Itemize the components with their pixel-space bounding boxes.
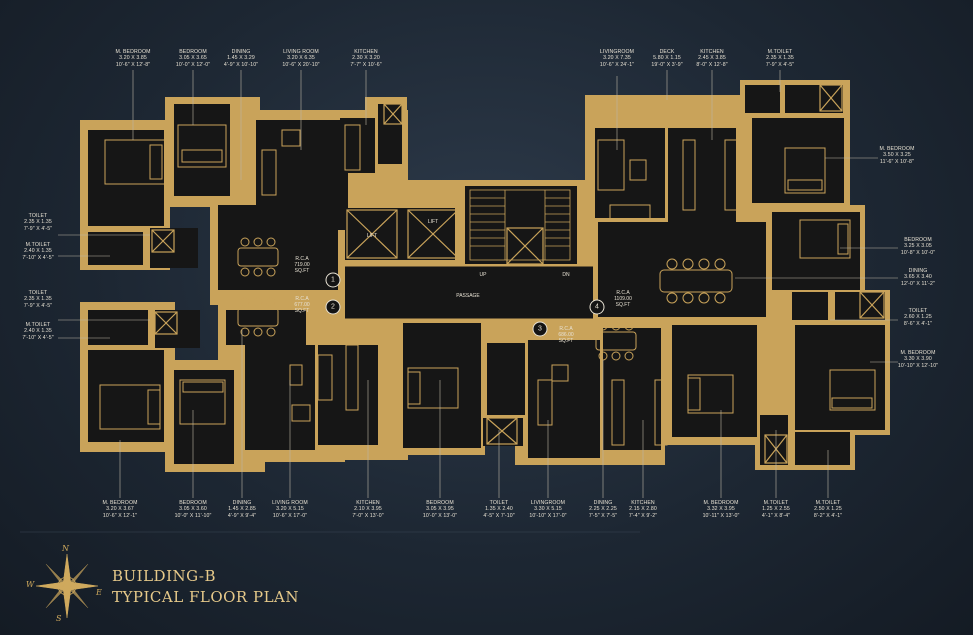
lift-label-1: LIFT — [366, 233, 378, 239]
compass-east: E — [96, 588, 102, 597]
compass-west: W — [26, 580, 35, 589]
plan-title: BUILDING-B TYPICAL FLOOR PLAN — [112, 566, 299, 608]
beds — [99, 124, 876, 430]
compass-south: S — [56, 614, 62, 623]
staircase — [469, 189, 571, 261]
compass-rose-icon: N E S W — [26, 544, 104, 626]
stair-down-label: DN — [562, 272, 570, 278]
lift-shafts — [151, 84, 885, 464]
stair-up-label: UP — [479, 272, 487, 278]
title-line-2: TYPICAL FLOOR PLAN — [112, 588, 300, 606]
compass-north: N — [62, 544, 69, 553]
passage-label: PASSAGE — [456, 293, 480, 299]
unit-number-3: 3 — [532, 321, 548, 337]
title-line-1: BUILDING-B — [112, 567, 216, 585]
unit-number-1: 1 — [325, 272, 341, 288]
passage-lines — [345, 265, 593, 320]
sofas-and-counters — [261, 124, 738, 446]
dining-tables — [237, 237, 733, 361]
unit-number-4: 4 — [589, 299, 605, 315]
lift-label-2: LIFT — [427, 219, 439, 225]
unit-number-2: 2 — [325, 299, 341, 315]
